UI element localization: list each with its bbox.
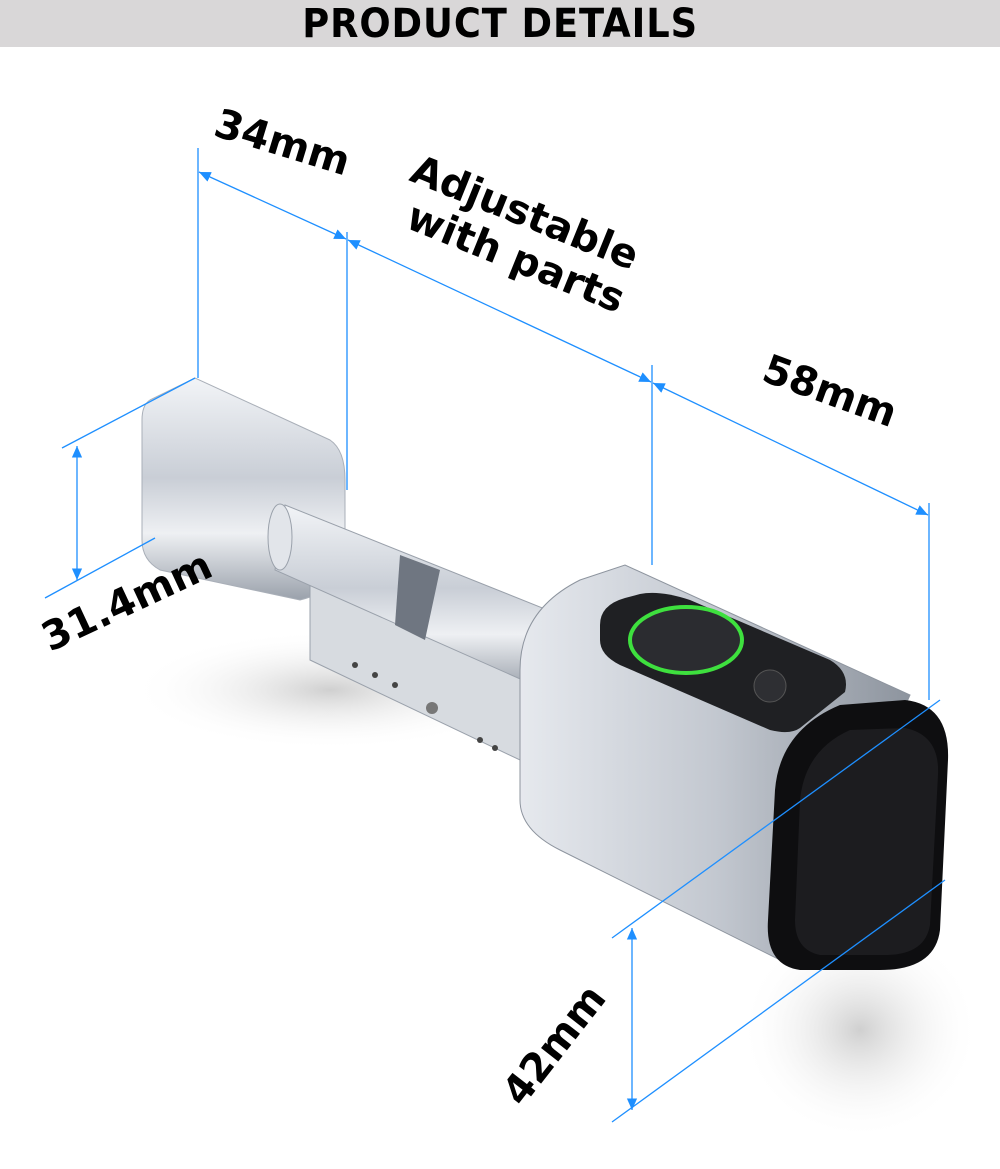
dimension-label-58mm: 58mm [757,346,903,437]
dimension-label-34mm: 34mm [209,101,355,186]
dimension-label-42mm: 42mm [494,976,616,1114]
header-banner: PRODUCT DETAILS [0,0,1000,47]
fingerprint-sensor-ring [628,605,744,675]
smart-lock-cylinder [141,377,949,970]
product-shadow [740,920,980,1140]
dimension-label-31-4mm: 31.4mm [35,542,219,661]
fingerprint-icon [753,669,787,703]
dimension-lines [44,148,946,1123]
page-title: PRODUCT DETAILS [302,0,698,47]
